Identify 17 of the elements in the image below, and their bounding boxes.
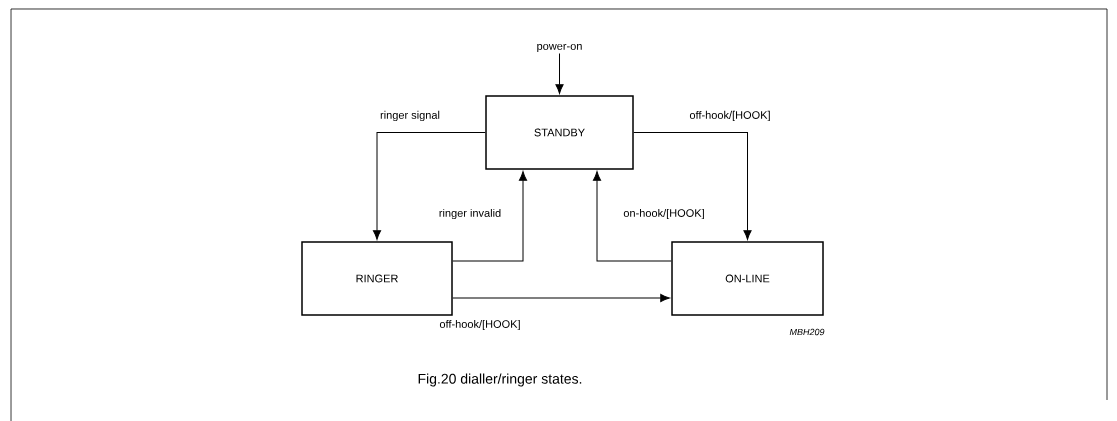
edge-label: on-hook/[HOOK]: [622, 207, 706, 221]
arrow: [592, 171, 672, 262]
arrow: [372, 132, 486, 240]
arrow: [452, 171, 528, 262]
state-box: STANDBY: [485, 95, 634, 170]
event-label: power-on: [537, 43, 582, 53]
figure-caption: Fig.20 dialler/ringer states.: [418, 373, 582, 387]
arrow: [555, 53, 564, 94]
arrow: [452, 293, 670, 303]
figure-code: MBH209: [789, 328, 825, 336]
edge-label: off-hook/[HOOK]: [438, 318, 522, 332]
edge-label: off-hook/[HOOK]: [688, 109, 772, 123]
state-box: ON-LINE: [671, 241, 824, 316]
arrow: [633, 132, 752, 240]
edge-label: ringer signal: [379, 109, 441, 123]
edge-label: ringer invalid: [437, 207, 503, 221]
state-box: RINGER: [301, 241, 453, 316]
